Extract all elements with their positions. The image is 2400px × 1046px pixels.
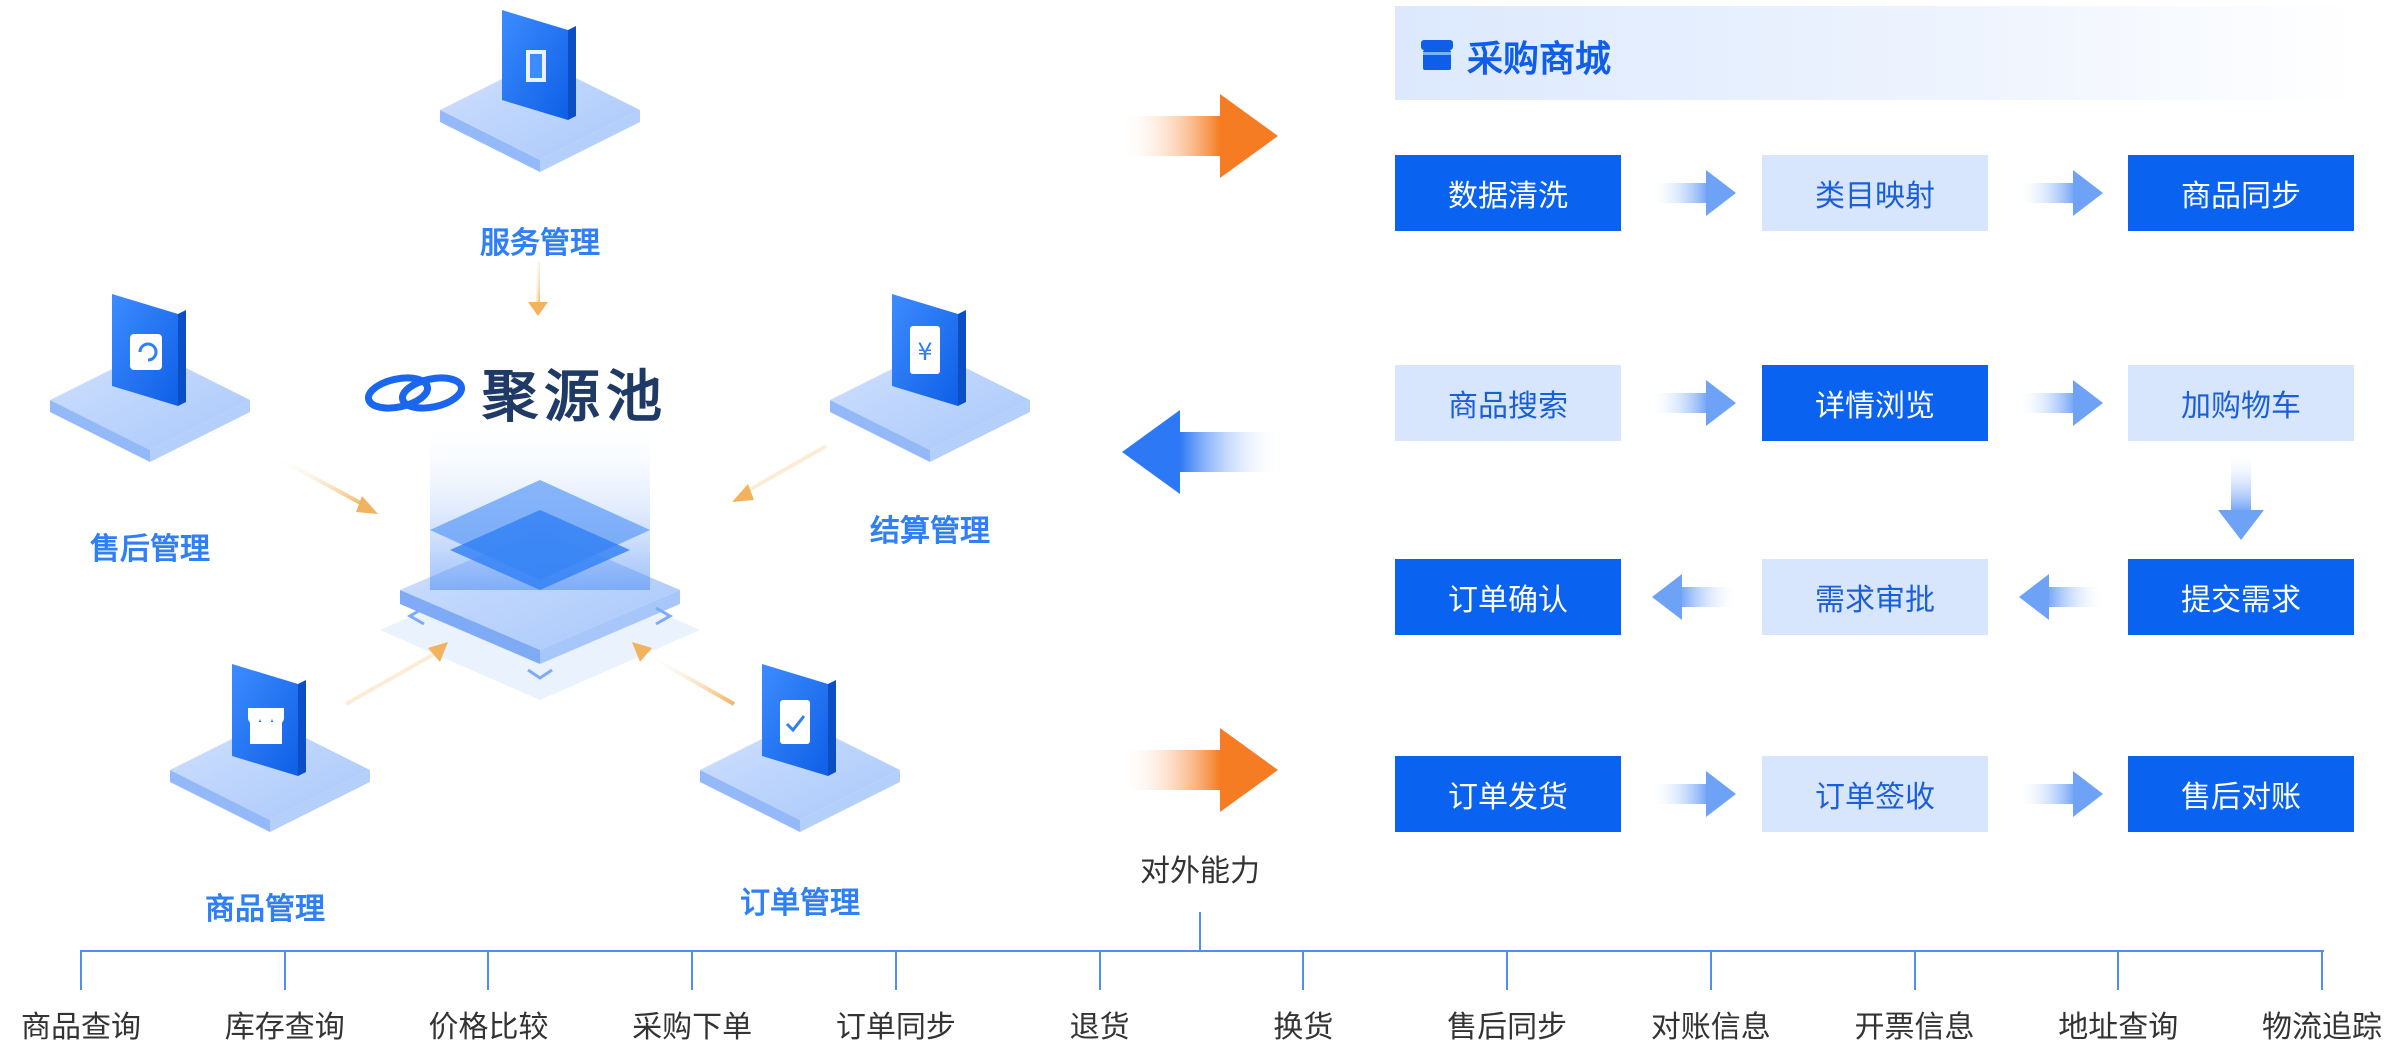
- mall-title: 采购商城: [1467, 39, 1612, 80]
- central-platform-icon: [380, 430, 700, 700]
- capability-tick: [2321, 952, 2323, 990]
- step-after-sales-reconcile: 售后对账: [2128, 756, 2354, 832]
- step-arrow-left-icon: [2019, 574, 2105, 620]
- step-category-mapping: 类目映射: [1762, 155, 1988, 231]
- step-product-sync: 商品同步: [2128, 155, 2354, 231]
- capability-tick: [283, 952, 286, 990]
- blue-arrow-left-icon: [1122, 410, 1280, 494]
- brand-link-icon: [365, 373, 465, 412]
- order-module-icon: [700, 664, 900, 832]
- step-detail-browse: 详情浏览: [1762, 365, 1988, 441]
- capability-tick: [1709, 952, 1712, 990]
- orange-arrow-right-icon-bottom: [1120, 728, 1278, 812]
- capability-tick: [487, 952, 490, 990]
- settlement-module-icon: ¥: [830, 294, 1030, 462]
- store-icon: [1421, 40, 1453, 70]
- step-arrow-right-icon: [2017, 170, 2103, 216]
- step-add-to-cart: 加购物车: [2128, 365, 2354, 441]
- capability-tick: [1302, 952, 1305, 990]
- capability-item: 价格比较: [428, 1010, 549, 1045]
- step-arrow-right-icon: [2017, 380, 2103, 426]
- flow-arrow-product-icon: [345, 642, 448, 706]
- after-sales-module-icon: [50, 294, 250, 462]
- capability-item: 物流追踪: [2262, 1010, 2382, 1045]
- brand-logo: 聚源池: [360, 352, 668, 433]
- step-arrow-right-icon: [2017, 771, 2103, 817]
- svg-text:¥: ¥: [917, 338, 932, 366]
- capability-item: 采购下单: [632, 1010, 753, 1045]
- capability-item: 订单同步: [835, 1010, 956, 1045]
- orange-arrow-right-icon-top: [1120, 94, 1278, 178]
- step-arrow-right-icon: [1650, 771, 1736, 817]
- external-capabilities-title: 对外能力: [1140, 854, 1260, 889]
- capability-item: 库存查询: [224, 1010, 345, 1045]
- service-module-label: 服务管理: [480, 226, 600, 261]
- capabilities-connector: [1199, 912, 1201, 952]
- product-module-label: 商品管理: [205, 892, 325, 927]
- after-sales-module-label: 售后管理: [90, 532, 210, 567]
- service-module-icon: [440, 10, 640, 172]
- capabilities-bar: [80, 950, 2324, 952]
- settlement-module-label: 结算管理: [870, 514, 990, 549]
- capability-item: 退货: [1069, 1010, 1130, 1045]
- step-order-receipt: 订单签收: [1762, 756, 1988, 832]
- capability-tick: [691, 952, 694, 990]
- step-arrow-left-icon: [1652, 574, 1738, 620]
- capability-tick: [80, 952, 82, 990]
- flow-arrow-order-icon: [632, 642, 735, 706]
- step-arrow-down-icon: [2218, 452, 2264, 540]
- capability-tick: [2117, 952, 2120, 990]
- capability-item: 开票信息: [1854, 1010, 1975, 1045]
- order-module-label: 订单管理: [740, 886, 860, 921]
- capability-tick: [1913, 952, 1916, 990]
- step-order-confirm: 订单确认: [1395, 559, 1621, 635]
- capability-item: 商品查询: [21, 1010, 141, 1045]
- step-arrow-right-icon: [1650, 170, 1736, 216]
- flow-arrow-down-icon: [528, 262, 548, 316]
- capability-tick: [1098, 952, 1101, 990]
- step-data-cleaning: 数据清洗: [1395, 155, 1621, 231]
- capability-item: 售后同步: [1447, 1010, 1568, 1045]
- capability-tick: [894, 952, 897, 990]
- capability-item: 地址查询: [2058, 1010, 2179, 1045]
- step-order-shipping: 订单发货: [1395, 756, 1621, 832]
- step-arrow-right-icon: [1650, 380, 1736, 426]
- capability-item: 对账信息: [1650, 1010, 1771, 1045]
- step-product-search: 商品搜索: [1395, 365, 1621, 441]
- flow-arrow-after-sales-icon: [273, 454, 378, 514]
- step-submit-requirement: 提交需求: [2128, 559, 2354, 635]
- step-requirement-approval: 需求审批: [1762, 559, 1988, 635]
- capability-item: 换货: [1273, 1010, 1334, 1045]
- capability-tick: [1506, 952, 1509, 990]
- brand-name: 聚源池: [482, 365, 668, 430]
- flow-arrow-settlement-icon: [732, 444, 827, 502]
- product-module-icon: [170, 664, 370, 832]
- mall-header: 采购商城: [1395, 6, 2355, 100]
